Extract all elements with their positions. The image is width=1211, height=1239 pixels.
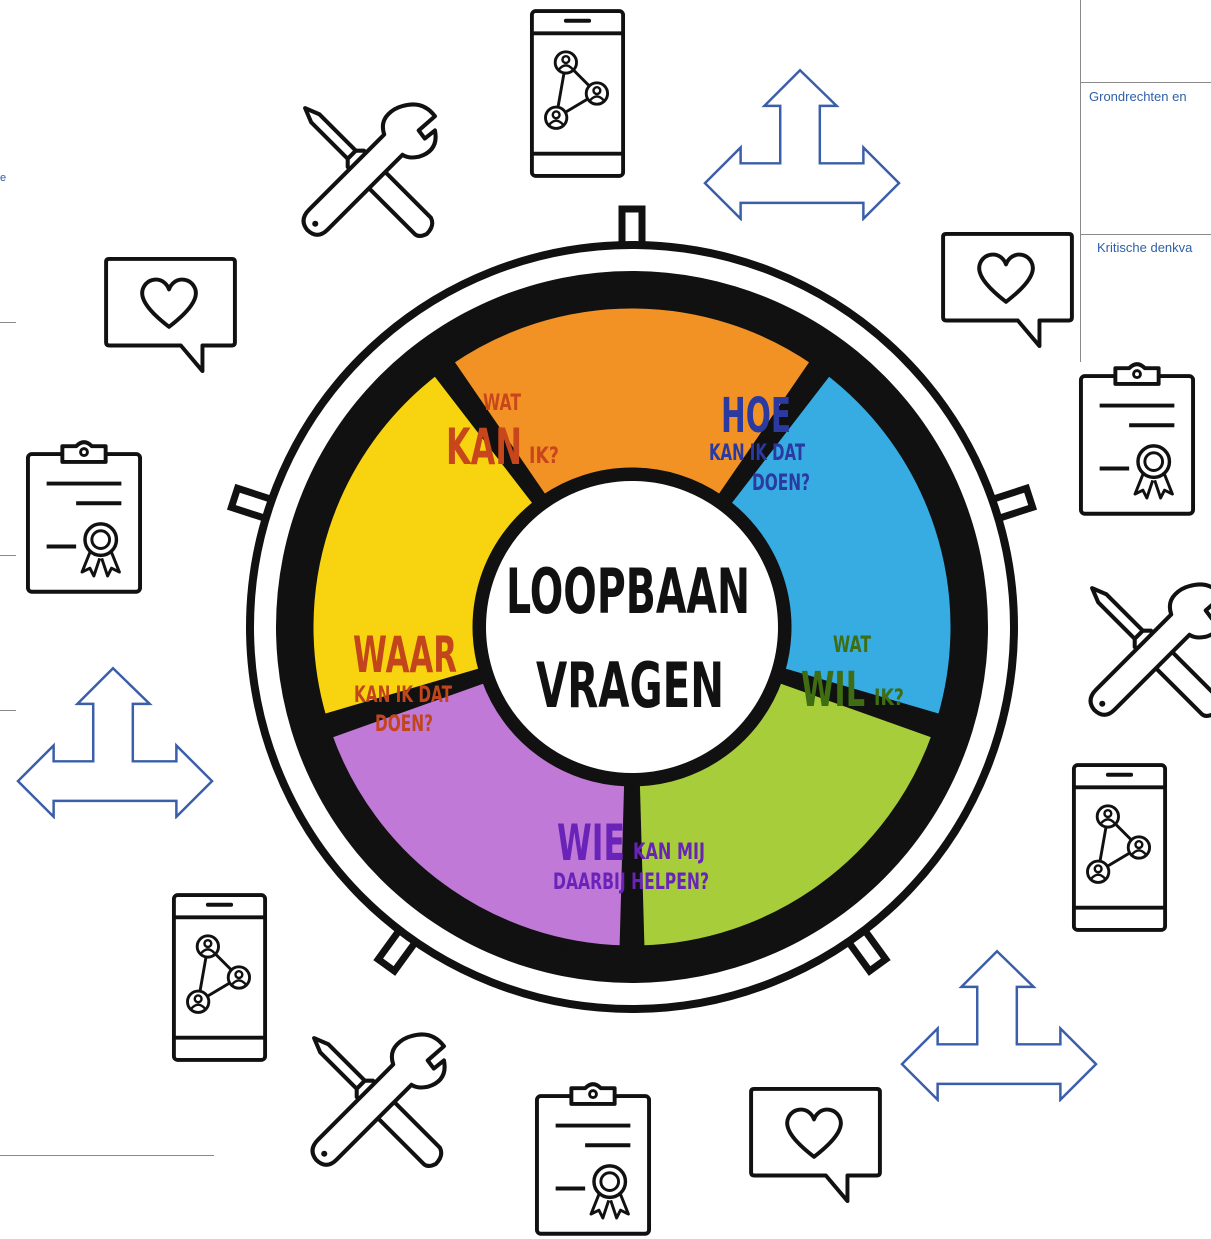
netwerken-line2: DAARBIJ HELPEN? bbox=[553, 870, 709, 895]
arrows-icon bbox=[703, 69, 901, 220]
certificate-clipboard-icon bbox=[534, 1082, 652, 1236]
doc-table-line bbox=[1080, 234, 1211, 235]
segment-label-werkexploratie: WAAR KAN IK DAT DOEN? bbox=[353, 626, 457, 737]
loopbaansturing-line3: DOEN? bbox=[752, 471, 810, 496]
segment-label-loopbaansturing: HOE KAN IK DAT DOEN? bbox=[709, 388, 810, 496]
arrows-icon bbox=[900, 950, 1098, 1101]
tools-icon bbox=[1091, 584, 1211, 715]
kwaliteiten-small: WAT bbox=[483, 391, 521, 416]
werkexploratie-line3: DOEN? bbox=[375, 712, 433, 737]
doc-table-line bbox=[0, 322, 16, 323]
segment-motieven bbox=[632, 675, 939, 953]
werkexploratie-line2: KAN IK DAT bbox=[354, 683, 452, 708]
arrows-icon bbox=[16, 667, 214, 818]
tools-icon bbox=[313, 1034, 445, 1165]
doc-table-border bbox=[1080, 0, 1081, 362]
segment-netwerken bbox=[325, 675, 632, 953]
werkexploratie-big: WAAR bbox=[353, 626, 457, 684]
doc-table-line bbox=[0, 1155, 214, 1156]
doc-cell-kritische: Kritische denkva bbox=[1097, 240, 1193, 255]
motieven-big: WIL bbox=[801, 662, 865, 718]
netwerken-suffix: KAN MIJ bbox=[633, 840, 705, 865]
doc-table-line bbox=[0, 710, 16, 711]
doc-cell-grondrechten: Grondrechten en bbox=[1089, 89, 1187, 104]
heart-chat-icon bbox=[104, 256, 237, 374]
phone-network-icon bbox=[171, 893, 268, 1062]
doc-table-line bbox=[1080, 82, 1211, 83]
netwerken-big: WIE bbox=[557, 814, 625, 872]
loopbaansturing-line2: KAN IK DAT bbox=[709, 441, 805, 466]
doc-table-line bbox=[0, 555, 16, 556]
segment-loopbaansturing bbox=[723, 368, 958, 722]
tools-icon bbox=[304, 104, 436, 235]
segment-label-motieven: WAT WIL IK? bbox=[801, 633, 904, 718]
center-title-line1: LOOPBAAN bbox=[506, 555, 750, 628]
center-hub bbox=[478, 473, 786, 781]
loopbaansturing-big: HOE bbox=[721, 388, 791, 444]
doc-fragment: e bbox=[0, 172, 7, 184]
segment-label-kwaliteiten: WAT KAN IK? bbox=[446, 391, 559, 476]
kwaliteiten-suffix: IK? bbox=[529, 444, 559, 469]
phone-network-icon bbox=[529, 9, 626, 178]
certificate-clipboard-icon bbox=[25, 440, 143, 594]
center-title-line2: VRAGEN bbox=[536, 649, 724, 722]
motieven-small: WAT bbox=[833, 633, 871, 658]
segment-label-netwerken: WIE KAN MIJ DAARBIJ HELPEN? bbox=[553, 814, 709, 895]
motieven-suffix: IK? bbox=[874, 686, 904, 711]
wheel-segments bbox=[306, 301, 958, 953]
phone-network-icon bbox=[1071, 763, 1168, 932]
certificate-clipboard-icon bbox=[1078, 362, 1196, 516]
heart-chat-icon bbox=[749, 1086, 882, 1204]
kwaliteiten-big: KAN bbox=[446, 418, 522, 476]
segment-kwaliteiten bbox=[446, 301, 818, 502]
segment-werkexploratie bbox=[306, 368, 541, 722]
heart-chat-icon bbox=[941, 231, 1074, 349]
